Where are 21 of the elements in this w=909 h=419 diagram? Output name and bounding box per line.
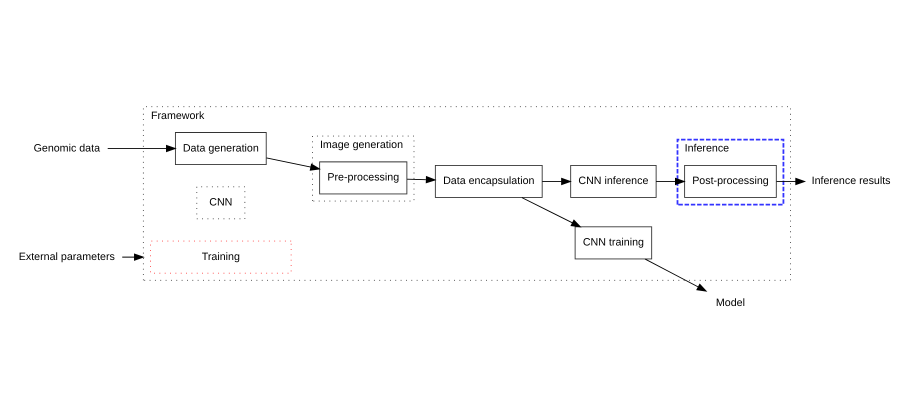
node-box: CNN inference [570, 165, 657, 198]
arrow [107, 144, 177, 152]
node-box: Data generation [174, 132, 267, 165]
arrow [644, 258, 708, 292]
arrow [522, 197, 582, 228]
node-text: Genomic data [34, 142, 100, 154]
node-box: CNN training [574, 226, 652, 260]
node-box: CNN [196, 186, 246, 220]
arrow [656, 178, 686, 186]
arrow [406, 176, 437, 184]
arrow [776, 178, 806, 186]
node-box: Training [150, 240, 292, 274]
node-box: Pre-processing [319, 161, 408, 194]
node-text: External parameters [18, 250, 115, 263]
node-box: Post-processing [684, 165, 777, 198]
arrow [266, 157, 321, 171]
node-text: Model [716, 297, 745, 310]
arrow [542, 178, 572, 186]
arrow [122, 253, 145, 261]
node-box: Data encapsulation [434, 165, 543, 198]
node-text: Inference results [812, 175, 891, 188]
